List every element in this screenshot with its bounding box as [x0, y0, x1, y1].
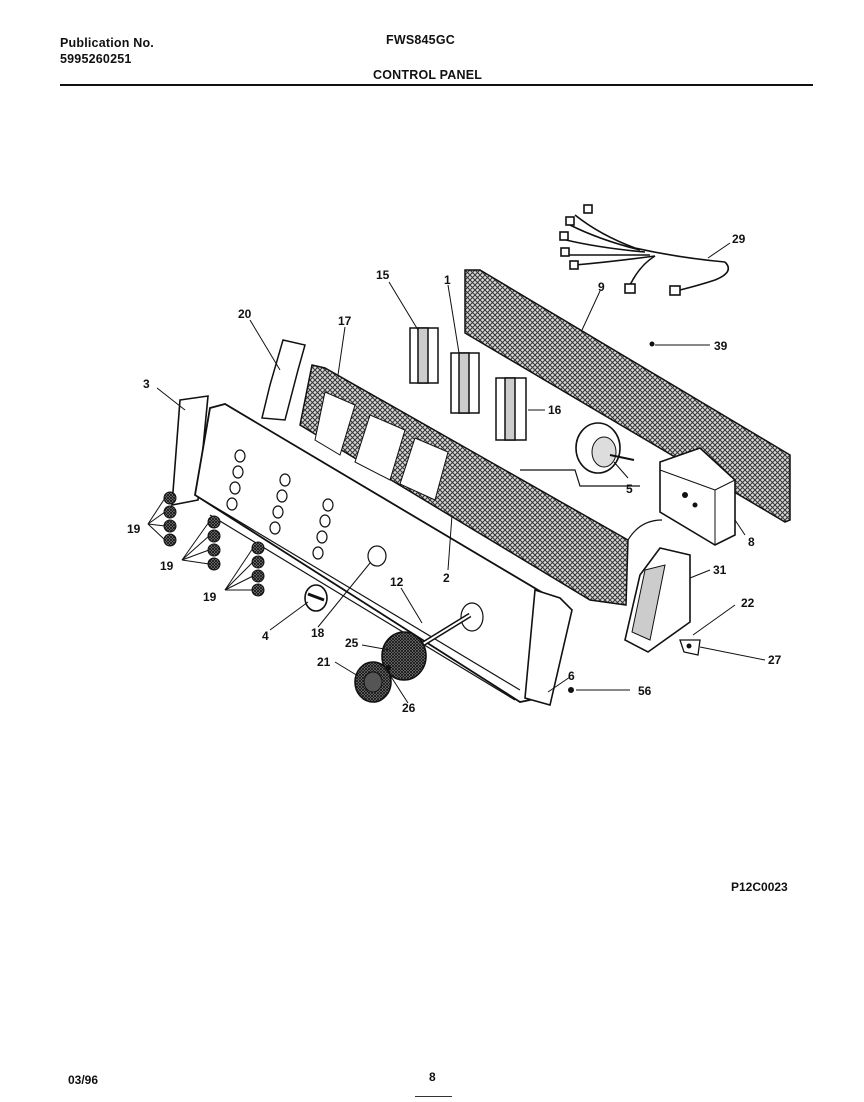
callout-19-b: 19: [160, 559, 174, 573]
callout-29: 29: [732, 232, 746, 246]
callout-25: 25: [345, 636, 359, 650]
callout-27: 27: [768, 653, 782, 667]
callout-19-c: 19: [203, 590, 217, 604]
left-bracket: [261, 339, 306, 421]
header-rule: [60, 84, 813, 86]
publication-number: 5995260251: [60, 52, 132, 66]
console-holes: [226, 449, 484, 632]
callout-labels: 29 15 1 9 39 20 17 3 16 5 8 19 19 19 2 3…: [127, 232, 782, 715]
switch-brackets: [409, 327, 527, 441]
callout-26: 26: [402, 701, 416, 715]
callout-21: 21: [317, 655, 331, 669]
callout-20: 20: [238, 307, 252, 321]
publication-label: Publication No.: [60, 36, 154, 50]
screw: [568, 687, 574, 693]
selector-buttons: [163, 491, 265, 597]
timer-knob-assembly: [354, 612, 472, 703]
callout-5: 5: [626, 482, 633, 496]
callout-12: 12: [390, 575, 404, 589]
callout-15: 15: [376, 268, 390, 282]
callout-1: 1: [444, 273, 451, 287]
callout-39: 39: [714, 339, 728, 353]
callout-19-a: 19: [127, 522, 141, 536]
callout-17: 17: [338, 314, 352, 328]
wire-harness: [559, 204, 730, 296]
callout-4: 4: [262, 629, 269, 643]
control-box: [659, 447, 736, 546]
mesh-support-frame: [299, 364, 629, 606]
clip: [679, 639, 701, 656]
leader-lines: [147, 242, 766, 704]
small-knob: [304, 584, 328, 612]
drawing-code: P12C0023: [731, 880, 788, 894]
callout-31: 31: [713, 563, 727, 577]
callout-22: 22: [741, 596, 755, 610]
right-end-cap: [524, 588, 573, 706]
callout-8: 8: [748, 535, 755, 549]
section-title: CONTROL PANEL: [373, 68, 483, 82]
callout-2: 2: [443, 571, 450, 585]
callout-56: 56: [638, 684, 652, 698]
callout-16: 16: [548, 403, 562, 417]
callout-9: 9: [598, 280, 605, 294]
callout-18: 18: [311, 626, 325, 640]
revision-date: 03/96: [68, 1073, 99, 1087]
control-box-wire: [627, 519, 663, 541]
callout-6: 6: [568, 669, 575, 683]
model-number: FWS845GC: [386, 33, 455, 47]
page-number: 8: [429, 1070, 436, 1084]
right-side-panel: [624, 547, 691, 653]
timer-wire: [520, 469, 640, 487]
timer: [575, 422, 635, 474]
footer-rule: [415, 1096, 452, 1097]
callout-3: 3: [143, 377, 150, 391]
